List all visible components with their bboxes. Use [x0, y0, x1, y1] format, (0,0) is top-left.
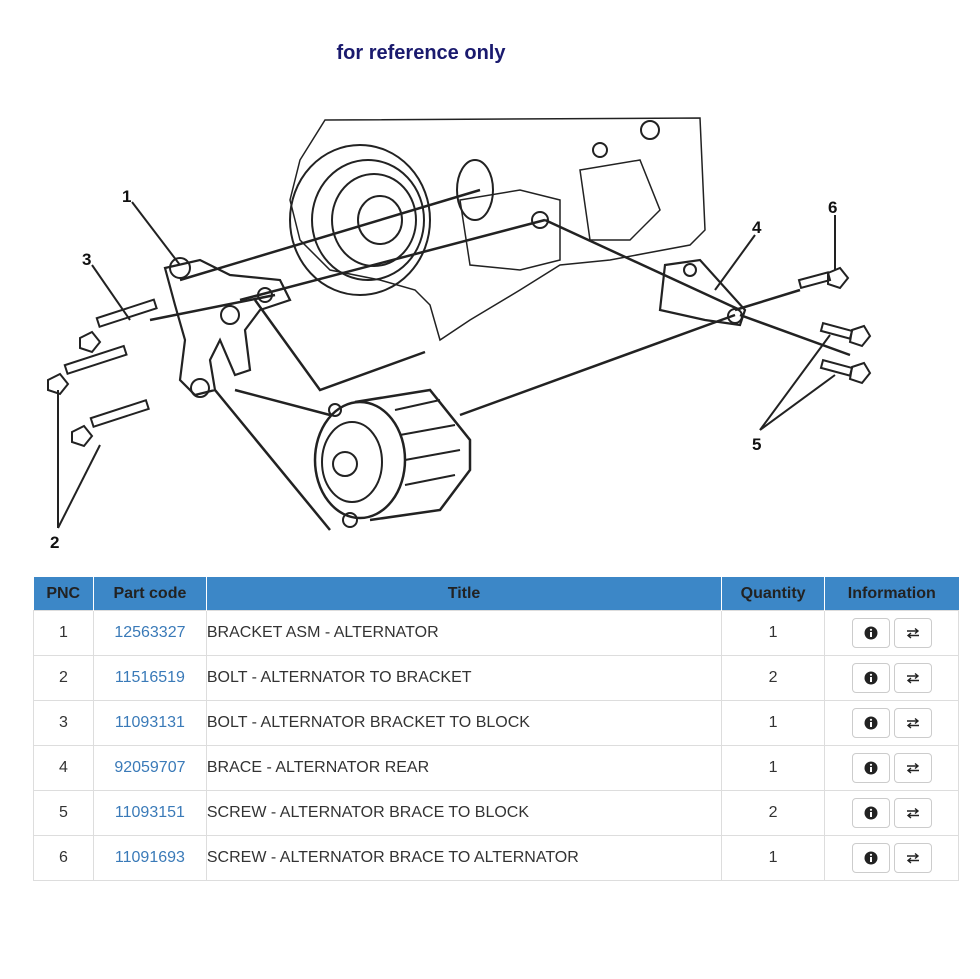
exchange-button[interactable]: [893, 843, 932, 873]
callout-4: 4: [752, 218, 762, 237]
exchange-button[interactable]: [893, 663, 932, 693]
row-title: BRACKET ASM - ALTERNATOR: [205, 610, 723, 656]
table-row: 6 11091693 SCREW - ALTERNATOR BRACE TO ALT…: [33, 835, 959, 881]
row-title: SCREW - ALTERNATOR BRACE TO BLOCK: [205, 790, 723, 836]
info-button[interactable]: [851, 708, 890, 738]
row-quantity: 2: [721, 790, 826, 836]
callout-2: 2: [50, 533, 59, 552]
info-button[interactable]: [851, 663, 890, 693]
callout-3: 3: [82, 250, 91, 269]
row-quantity: 1: [721, 700, 826, 746]
parts-diagram: 1 2 3 4 5 6: [0, 90, 980, 570]
info-button[interactable]: [851, 843, 890, 873]
row-information: [824, 610, 959, 656]
row-part-code-cell: 12563327: [92, 610, 207, 656]
row-title: BOLT - ALTERNATOR TO BRACKET: [205, 655, 723, 701]
parts-table: PNC Part code Title Quantity Information…: [33, 577, 959, 881]
exchange-button[interactable]: [893, 618, 932, 648]
part-code-link[interactable]: 12563327: [114, 624, 186, 641]
row-part-code-cell: 92059707: [92, 745, 207, 791]
part-code-link[interactable]: 11093131: [114, 714, 185, 731]
row-part-code-cell: 11091693: [92, 835, 207, 881]
row-information: [824, 655, 959, 701]
row-information: [824, 835, 959, 881]
header-pnc: PNC: [33, 577, 94, 611]
header-quantity: Quantity: [721, 577, 826, 611]
callout-5: 5: [752, 435, 761, 454]
reference-note: for reference only: [336, 42, 506, 64]
header-information: Information: [824, 577, 959, 611]
exchange-button[interactable]: [893, 753, 932, 783]
row-information: [824, 790, 959, 836]
row-title: SCREW - ALTERNATOR BRACE TO ALTERNATOR: [205, 835, 723, 881]
header-title: Title: [206, 577, 723, 611]
row-pnc: 5: [33, 790, 94, 836]
exchange-button[interactable]: [893, 798, 932, 828]
row-quantity: 1: [721, 610, 826, 656]
part-code-link[interactable]: 11093151: [114, 804, 185, 821]
part-code-link[interactable]: 11091693: [114, 849, 185, 866]
table-row: 5 11093151 SCREW - ALTERNATOR BRACE TO BLO…: [33, 790, 959, 836]
table-row: 3 11093131 BOLT - ALTERNATOR BRACKET TO BL…: [33, 700, 959, 746]
row-pnc: 4: [33, 745, 94, 791]
row-part-code-cell: 11093131: [92, 700, 207, 746]
row-title: BOLT - ALTERNATOR BRACKET TO BLOCK: [205, 700, 723, 746]
row-quantity: 2: [721, 655, 826, 701]
info-button[interactable]: [851, 753, 890, 783]
callout-1: 1: [122, 187, 131, 206]
row-pnc: 1: [33, 610, 94, 656]
alternator-exploded-diagram: 1 2 3 4 5 6: [47, 117, 872, 552]
row-pnc: 6: [33, 835, 94, 881]
exchange-button[interactable]: [893, 708, 932, 738]
table-header-row: PNC Part code Title Quantity Information: [33, 577, 959, 611]
info-button[interactable]: [851, 798, 890, 828]
part-code-link[interactable]: 11516519: [114, 669, 185, 686]
callout-6: 6: [828, 198, 837, 217]
row-quantity: 1: [721, 745, 826, 791]
row-quantity: 1: [721, 835, 826, 881]
row-part-code-cell: 11516519: [92, 655, 207, 701]
row-part-code-cell: 11093151: [92, 790, 207, 836]
part-code-link[interactable]: 92059707: [114, 759, 186, 776]
info-button[interactable]: [851, 618, 890, 648]
row-information: [824, 745, 959, 791]
row-pnc: 3: [33, 700, 94, 746]
row-pnc: 2: [33, 655, 94, 701]
row-information: [824, 700, 959, 746]
row-title: BRACE - ALTERNATOR REAR: [205, 745, 723, 791]
header-part-code: Part code: [93, 577, 207, 611]
